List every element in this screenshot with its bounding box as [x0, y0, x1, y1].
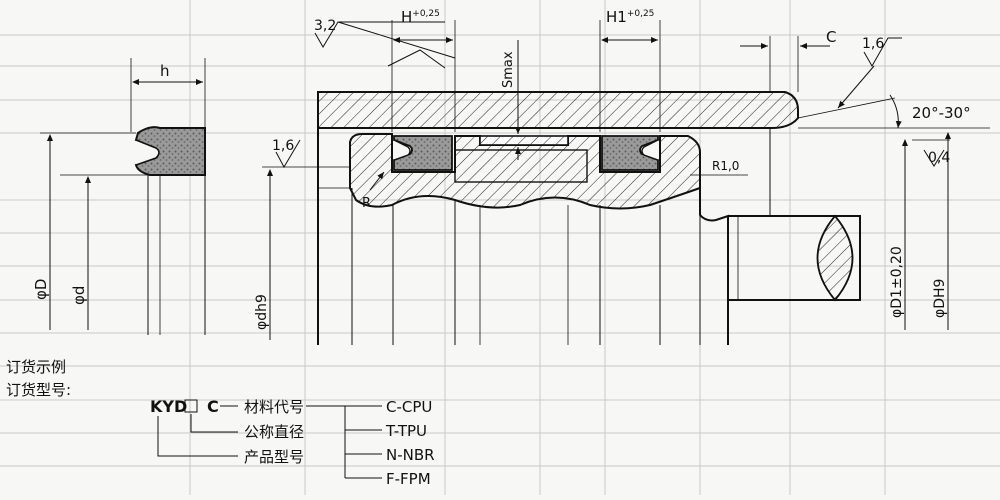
dim-d-label: φd: [70, 286, 88, 305]
code-suffix: C: [207, 397, 219, 416]
angle-label: 20°-30°: [912, 104, 971, 122]
dim-dh9-label: φdh9: [254, 294, 270, 330]
rod-break-section: [816, 214, 854, 302]
dim-H1-label: H1+0,25: [606, 8, 654, 26]
label-material: 材料代号: [244, 398, 304, 416]
radius-R-label: R: [362, 196, 371, 211]
dim-D-label: φD: [32, 279, 50, 300]
svg-text:1,6: 1,6: [272, 138, 294, 154]
svg-text:1,6: 1,6: [862, 36, 884, 52]
dim-DH9-label: φDH9: [932, 279, 948, 318]
seal-left-installed: [393, 135, 453, 171]
housing-bore: [317, 91, 799, 129]
svg-text:0,4: 0,4: [928, 150, 950, 166]
dim-C-label: C: [826, 28, 836, 46]
material-item-0: C-CPU: [386, 398, 432, 416]
roughness-symbol-left-1-6: 1,6: [262, 138, 350, 169]
material-item-3: F-FPM: [386, 470, 431, 488]
label-nominal: 公称直径: [244, 423, 304, 441]
material-item-1: T-TPU: [385, 422, 427, 440]
material-item-2: N-NBR: [386, 446, 435, 464]
svg-text:3,2: 3,2: [314, 18, 336, 34]
dim-H-label: H+0,25: [401, 8, 440, 26]
radius-R1-label: R1,0: [712, 159, 739, 173]
dim-smax-label: Smax: [501, 51, 516, 88]
piston-rod: [728, 215, 861, 301]
assembly-section-view: H+0,25 H1+0,25 Smax C 3,2 1,6: [254, 8, 990, 345]
seal-profile-view: h φD φd: [32, 58, 206, 335]
dim-h-label: h: [160, 62, 170, 80]
roughness-symbol-right-1-6: 1,6: [837, 36, 902, 109]
tolerance-marker: 0,4: [912, 139, 950, 167]
order-title: 订货示例: [6, 358, 66, 376]
dim-D1-label: φD1±0,20: [889, 246, 905, 318]
code-box: [184, 399, 198, 413]
order-example: 订货示例 订货型号: KYD C 材料代号 公称直径 产品型号 C-CPU T-…: [6, 358, 435, 488]
label-product: 产品型号: [244, 448, 304, 466]
order-model-label: 订货型号:: [6, 381, 71, 399]
code-prefix: KYD: [150, 397, 187, 416]
roughness-symbol-3-2: 3,2: [314, 18, 456, 69]
seal-right-installed: [601, 135, 659, 171]
